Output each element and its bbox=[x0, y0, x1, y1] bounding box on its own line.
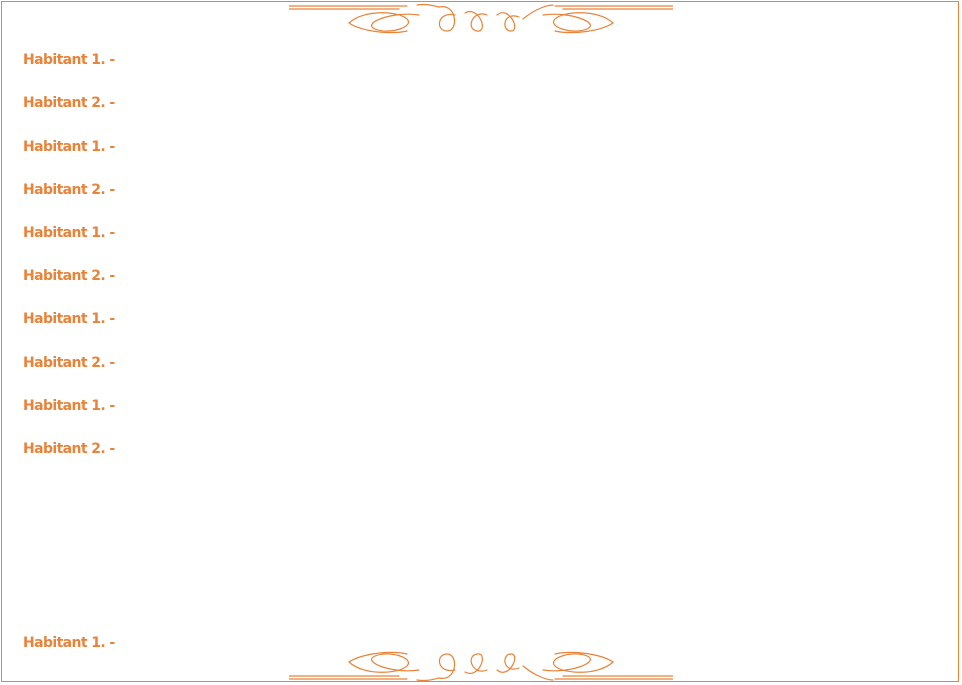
dialogue-line-9: Habitant 1. - bbox=[23, 398, 115, 414]
dialogue-line-4: Habitant 2. - bbox=[23, 182, 115, 198]
dialogue-line-2: Habitant 2. - bbox=[23, 95, 115, 111]
dialogue-line-6: Habitant 2. - bbox=[23, 268, 115, 284]
dialogue-line-7: Habitant 1. - bbox=[23, 311, 115, 327]
dialogue-line-5: Habitant 1. - bbox=[23, 225, 115, 241]
bottom-flourish-ornament bbox=[289, 651, 673, 682]
top-flourish-ornament bbox=[289, 3, 673, 34]
dialogue-line-8: Habitant 2. - bbox=[23, 355, 115, 371]
dialogue-line-10: Habitant 2. - bbox=[23, 441, 115, 457]
dialogue-line-3: Habitant 1. - bbox=[23, 139, 115, 155]
dialogue-line-1: Habitant 1. - bbox=[23, 52, 115, 68]
dialogue-line-11: Habitant 1. - bbox=[23, 635, 115, 651]
